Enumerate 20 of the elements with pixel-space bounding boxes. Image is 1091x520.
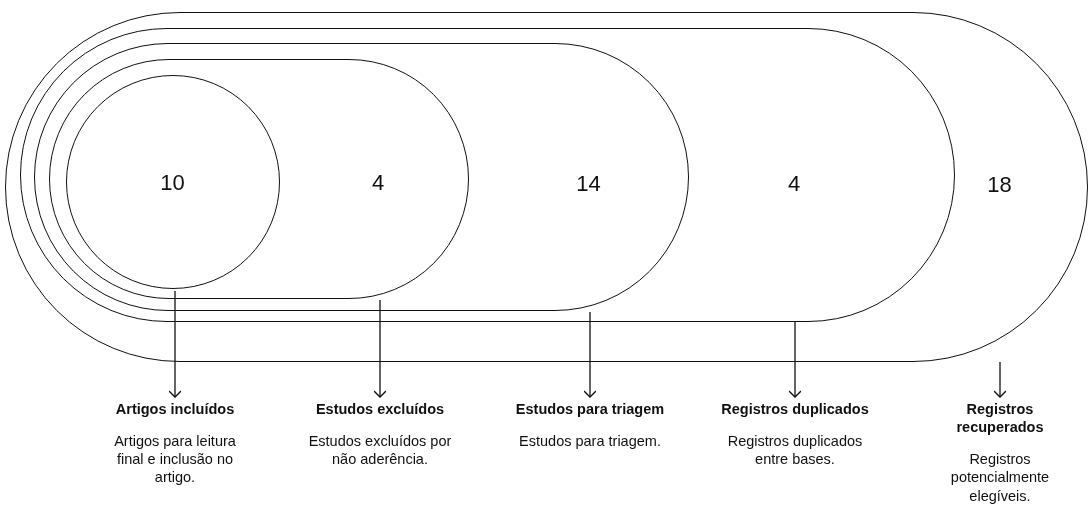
description: Registros duplicados entre bases. [726, 432, 864, 469]
arrow [993, 361, 1007, 398]
count-number: 10 [160, 169, 185, 196]
heading: Registros recuperados [955, 400, 1045, 437]
heading: Estudos para triagem [515, 400, 665, 419]
description: Estudos excluídos por não aderência. [307, 432, 453, 469]
description: Estudos para triagem. [518, 432, 662, 451]
count-number: 4 [371, 170, 385, 196]
description: Registros potencialmente elegíveis. [949, 450, 1051, 505]
arrow [583, 311, 597, 398]
heading: Registros duplicados [720, 400, 870, 419]
arrow [788, 321, 802, 398]
description: Artigos para leitura final e inclusão no artigo. [113, 432, 237, 487]
heading: Estudos excluídos [314, 400, 446, 419]
count-number: 14 [576, 170, 601, 197]
arrow [168, 290, 182, 398]
arrow [373, 299, 387, 398]
count-number: 18 [987, 171, 1012, 198]
count-number: 4 [787, 171, 801, 197]
heading: Artigos incluídos [114, 400, 236, 419]
